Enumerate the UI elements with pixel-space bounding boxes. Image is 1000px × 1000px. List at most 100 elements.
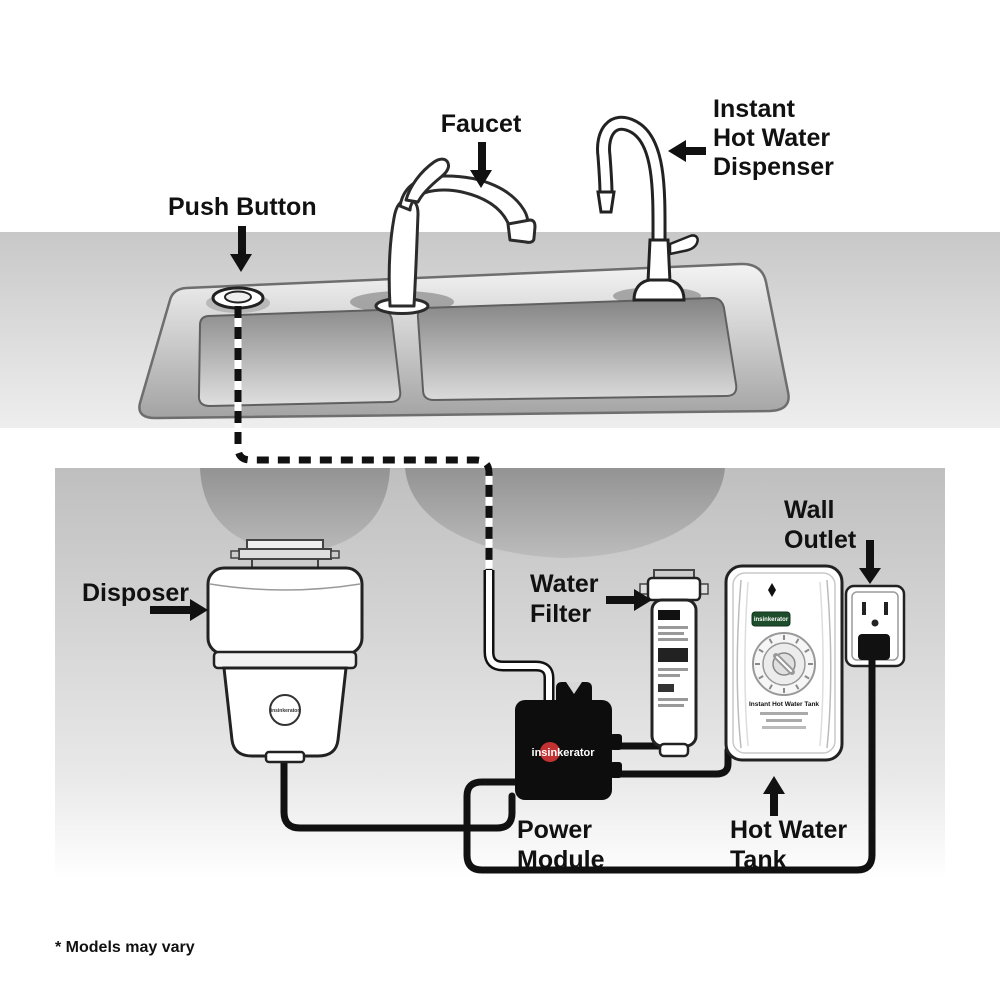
water-filter-arrow <box>606 589 652 611</box>
wall-outlet-arrow <box>859 540 881 584</box>
filter-label-line <box>658 626 688 629</box>
filter-label-line <box>658 632 684 635</box>
disposer-mount-ring <box>238 548 332 560</box>
dispenser-arrow-shaft <box>684 147 706 155</box>
faucet-spout-tip <box>506 218 537 244</box>
dispenser-base <box>632 278 686 302</box>
filter-label-block <box>658 684 674 692</box>
sink-left-bowl <box>197 308 402 408</box>
hot-water-tank-arrow-head <box>763 776 785 794</box>
module-logo-text: insinkerator <box>532 747 596 759</box>
tank-spark-icon <box>768 583 776 597</box>
module-port-top <box>610 734 622 750</box>
tank-brand-badge <box>751 611 791 627</box>
filter-label-panel <box>658 610 688 707</box>
dispenser-arrow <box>668 140 706 162</box>
module-to-outlet-cord <box>463 654 876 874</box>
tank-title-text: Instant Hot Water Tank <box>749 701 819 708</box>
left-bowl-underside <box>200 468 390 553</box>
module-logo-dot <box>540 742 560 762</box>
filter-body <box>650 598 698 748</box>
filter-label-line <box>658 668 688 671</box>
push-button-arrow-head <box>230 254 252 272</box>
push-button-air-tube <box>234 306 493 582</box>
sink-right-bowl <box>416 296 738 402</box>
outlet-ground-hole <box>871 619 879 627</box>
filter-bottom-cap <box>658 742 690 758</box>
push-button-label: Push Button <box>168 193 317 221</box>
hot-water-tank-arrow <box>763 776 785 816</box>
power-module-label-line2: Module <box>517 846 605 874</box>
disposer-mount-bolt-right <box>330 550 340 559</box>
disposer-arrow-shaft <box>150 606 190 614</box>
tank-text-line <box>766 719 802 722</box>
tank-pleat-right2 <box>819 581 824 747</box>
faucet-arrow-shaft <box>478 142 486 170</box>
filter-label-line <box>658 704 684 707</box>
faucet-handle <box>404 157 450 204</box>
outlet-slot-left <box>862 602 866 615</box>
water-filter-arrow-head <box>634 589 652 611</box>
faucet-arrow-head <box>470 170 492 188</box>
disposer-upper-body <box>206 566 364 656</box>
power-module-label-line1: Power <box>517 816 592 844</box>
callouts: Faucet Instant Hot Water Dispenser Push … <box>55 95 881 956</box>
disposer-bottom-cap <box>264 750 306 764</box>
disposer: insinkerator <box>206 539 364 764</box>
faucet-label: Faucet <box>441 110 522 138</box>
hot-water-tank: insinkerator Instant Hot Water Tank <box>724 564 844 762</box>
faucet <box>374 157 537 315</box>
hot-water-tank-arrow-shaft <box>770 792 778 816</box>
tank-pleat-left <box>736 579 742 749</box>
dispenser-arrow-head <box>668 140 686 162</box>
push-button <box>206 286 270 313</box>
water-tube <box>483 570 555 702</box>
filter-label-line <box>658 674 680 677</box>
wall-outlet-arrow-shaft <box>866 540 874 568</box>
power-plug <box>858 634 890 660</box>
module-port-bottom <box>610 762 622 778</box>
filter-label-line <box>658 698 688 701</box>
tank-pleat-right <box>826 579 832 749</box>
disposer-label: Disposer <box>82 579 189 607</box>
filter-logo-block <box>658 610 680 620</box>
faucet-arrow <box>470 142 492 188</box>
tank-brand-text: insinkerator <box>754 617 789 623</box>
water-filter-arrow-shaft <box>606 596 634 604</box>
tank-inner-border <box>732 572 836 754</box>
tank-dial-slot-highlight <box>776 656 792 672</box>
dispenser-spout-tip <box>596 190 616 214</box>
dispenser-column <box>646 238 672 284</box>
water-filter-label-line2: Filter <box>530 600 591 628</box>
disposer-body-curve <box>209 583 361 591</box>
push-button-arrow <box>230 226 252 272</box>
tank-pleat-left2 <box>744 581 749 747</box>
hot-water-tank-label-line2: Tank <box>730 846 787 874</box>
dispenser-label-line1: Instant <box>713 95 796 123</box>
faucet-body <box>387 198 420 308</box>
wall-outlet-label-line1: Wall <box>784 496 834 524</box>
push-button-inner <box>224 290 252 304</box>
tank-text-line <box>762 726 806 729</box>
dispenser-label-line2: Hot Water <box>713 124 830 152</box>
disposer-mount-flange <box>246 539 324 550</box>
disposer-mid-ring <box>212 650 358 670</box>
push-button-arrow-shaft <box>238 226 246 254</box>
disposer-mount-bolt-left <box>230 550 240 559</box>
disposer-badge <box>269 694 301 726</box>
hot-water-tank-label-line1: Hot Water <box>730 816 847 844</box>
water-tube-core <box>486 570 552 702</box>
module-body <box>515 700 612 800</box>
hot-water-dispenser <box>596 115 699 302</box>
water-filter <box>639 569 709 758</box>
power-module: insinkerator <box>515 682 622 800</box>
right-bowl-underside <box>405 468 725 558</box>
disposer-badge-text: insinkerator <box>271 708 300 714</box>
dispenser-label-line3: Dispenser <box>713 153 834 181</box>
wall-outlet-arrow-head <box>859 568 881 584</box>
air-tube-dashes <box>234 306 493 582</box>
wall-outlet-label-line2: Outlet <box>784 526 857 554</box>
module-to-tank-tube <box>606 746 732 778</box>
